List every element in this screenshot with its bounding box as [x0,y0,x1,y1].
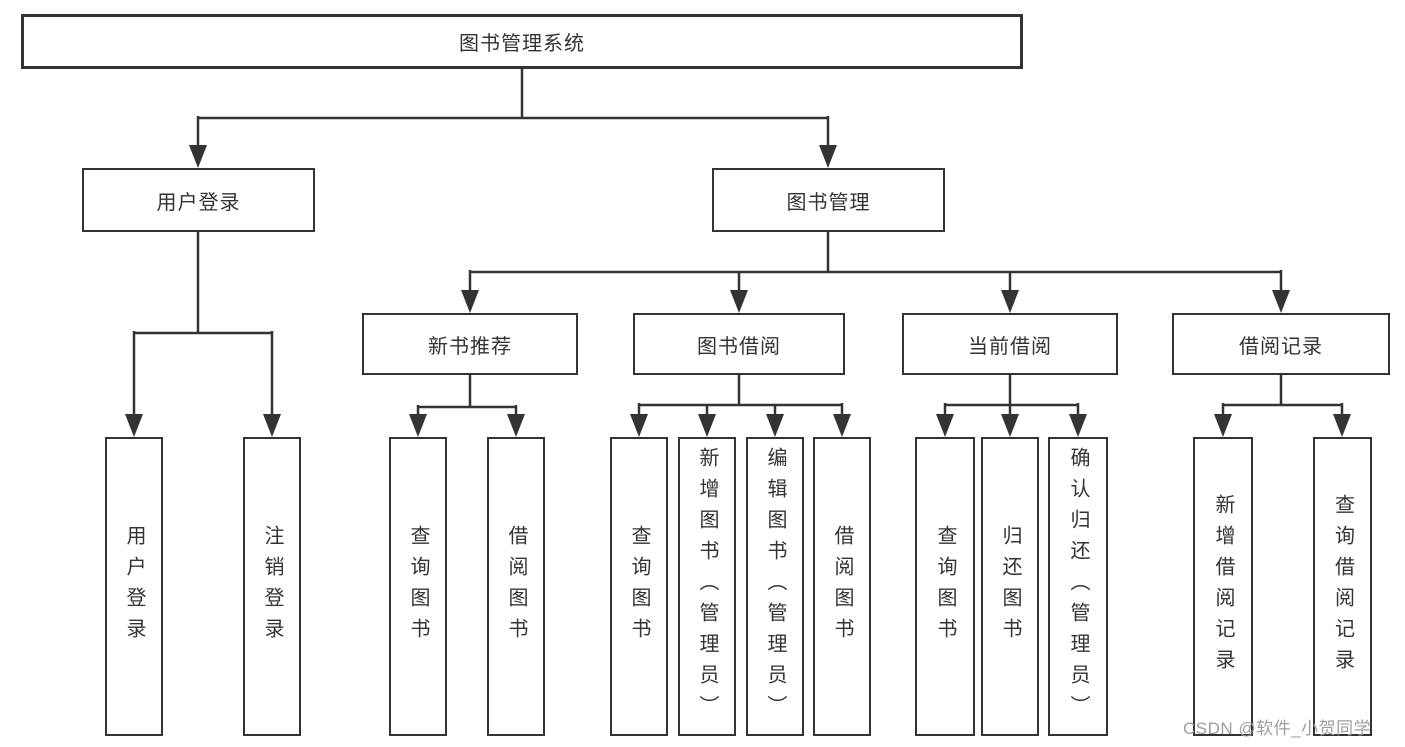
leaf-logout-login: 注销登录 [243,437,301,736]
node-current-borrowing: 当前借阅 [902,313,1118,375]
node-library-system: 图书管理系统 [21,14,1023,69]
leaf-confirm-return-admin-label: 确认归还（管理员） [1067,447,1089,726]
leaf-user-login-label: 用户登录 [123,524,145,649]
leaf-query-borrow-record-label: 查询借阅记录 [1331,493,1354,680]
leaf-query-borrow-record: 查询借阅记录 [1313,437,1372,736]
leaf-query-books-current-label: 查询图书 [934,524,956,649]
leaf-borrow-books-borrowing-label: 借阅图书 [831,524,853,649]
node-borrowing-records: 借阅记录 [1172,313,1390,375]
leaf-confirm-return-admin: 确认归还（管理员） [1048,437,1108,736]
node-user-login: 用户登录 [82,168,315,232]
leaf-logout-login-label: 注销登录 [261,524,283,649]
leaf-borrow-books-recommend-label: 借阅图书 [505,524,527,649]
leaf-borrow-books-borrowing: 借阅图书 [813,437,871,736]
node-book-management: 图书管理 [712,168,945,232]
leaf-query-books-borrowing: 查询图书 [610,437,668,736]
leaf-borrow-books-recommend: 借阅图书 [487,437,545,736]
leaf-edit-book-admin: 编辑图书（管理员） [746,437,804,736]
node-new-book-recommendation: 新书推荐 [362,313,578,375]
arrowheads [125,145,1351,437]
leaf-query-books-current: 查询图书 [915,437,975,736]
leaf-add-book-admin-label: 新增图书（管理员） [696,447,718,726]
node-book-borrowing: 图书借阅 [633,313,845,375]
leaf-return-books-label: 归还图书 [999,524,1021,649]
leaf-query-books-recommend: 查询图书 [389,437,447,736]
leaf-add-book-admin: 新增图书（管理员） [678,437,736,736]
leaf-user-login: 用户登录 [105,437,163,736]
leaf-edit-book-admin-label: 编辑图书（管理员） [764,447,786,726]
csdn-watermark: CSDN @软件_小贺同学 [1183,719,1372,738]
leaf-return-books: 归还图书 [981,437,1039,736]
leaf-query-books-borrowing-label: 查询图书 [628,524,650,649]
leaf-query-books-recommend-label: 查询图书 [407,524,429,649]
leaf-add-borrow-record-label: 新增借阅记录 [1212,493,1234,680]
leaf-add-borrow-record: 新增借阅记录 [1193,437,1253,736]
